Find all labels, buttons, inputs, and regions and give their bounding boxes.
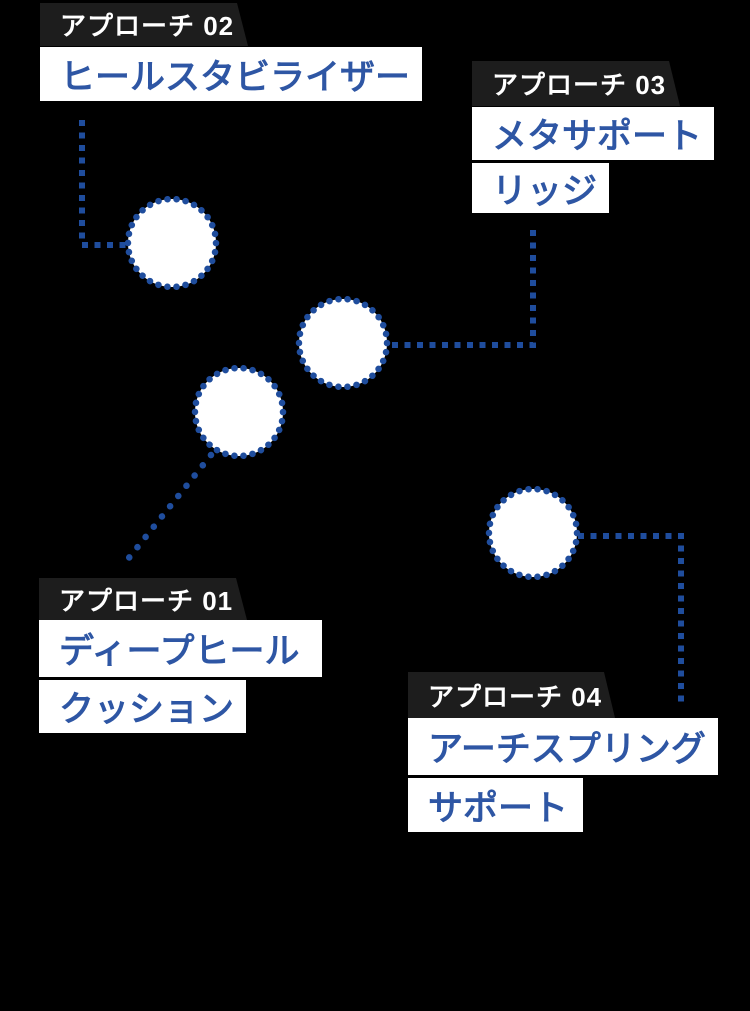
approach-03-title-line-2: リッジ [472,163,610,213]
approach-04-tag-label: アプローチ 04 [428,681,603,712]
feature-point-approach-04 [485,485,581,581]
connector-line-approach-03 [389,230,536,348]
connector-line-approach-02 [79,120,126,248]
approach-03-title-line-1: メタサポート [472,107,715,160]
connector-line-approach-01 [124,451,215,563]
approach-01-title-line-1: ディープヒール [39,620,322,677]
approach-02-tag-label: アプローチ 02 [60,11,235,41]
approach-01-tag: アプローチ 01 [39,578,247,620]
approach-04-tag: アプローチ 04 [408,672,615,718]
approach-01-tag-label: アプローチ 01 [59,585,234,616]
connector-line-approach-04 [578,533,684,703]
feature-point-approach-03 [295,295,391,391]
feature-point-approach-01 [191,364,287,460]
approach-04-title-line-1: アーチスプリング [408,718,718,775]
approach-03-tag: アプローチ 03 [472,61,680,106]
approach-03-tag-label: アプローチ 03 [492,70,667,100]
approach-01-title-line-2: クッション [39,680,247,733]
feature-point-approach-02 [124,195,220,291]
approach-02-tag: アプローチ 02 [40,3,248,46]
approach-02-title-line-1: ヒールスタビライザー [40,47,423,101]
approach-04-title-line-2: サポート [408,778,583,832]
